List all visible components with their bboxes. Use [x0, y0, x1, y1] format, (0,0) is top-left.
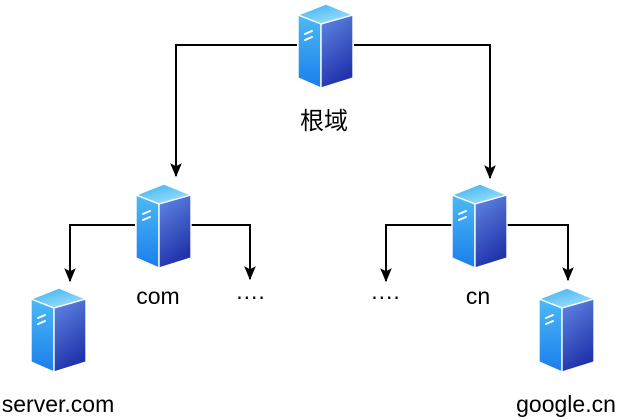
- server-tower-icon-root: [297, 3, 354, 89]
- node-label-googlecn: google.cn: [516, 391, 616, 417]
- server-tower-icon-cn: [451, 183, 508, 269]
- node-label-cn: cn: [465, 283, 491, 309]
- edge-com-to-more: [190, 224, 256, 281]
- edge-root-to-cn: [354, 44, 496, 180]
- node-label-servercom: server.com: [1, 391, 115, 417]
- edge-root-to-com: [170, 44, 297, 178]
- node-label-com: com: [136, 283, 180, 309]
- edge-cn-to-more: [380, 224, 452, 283]
- server-tower-icon-googlecn: [538, 287, 595, 373]
- node-label-more-left: ....: [236, 278, 266, 304]
- node-label-more-right: ....: [371, 278, 401, 304]
- node-label-root: 根域: [300, 108, 348, 135]
- server-tower-icon-com: [135, 183, 192, 269]
- edge-com-to-servercom: [64, 224, 135, 283]
- server-tower-icon-servercom: [30, 287, 87, 373]
- edge-cn-to-googlecn: [507, 224, 574, 282]
